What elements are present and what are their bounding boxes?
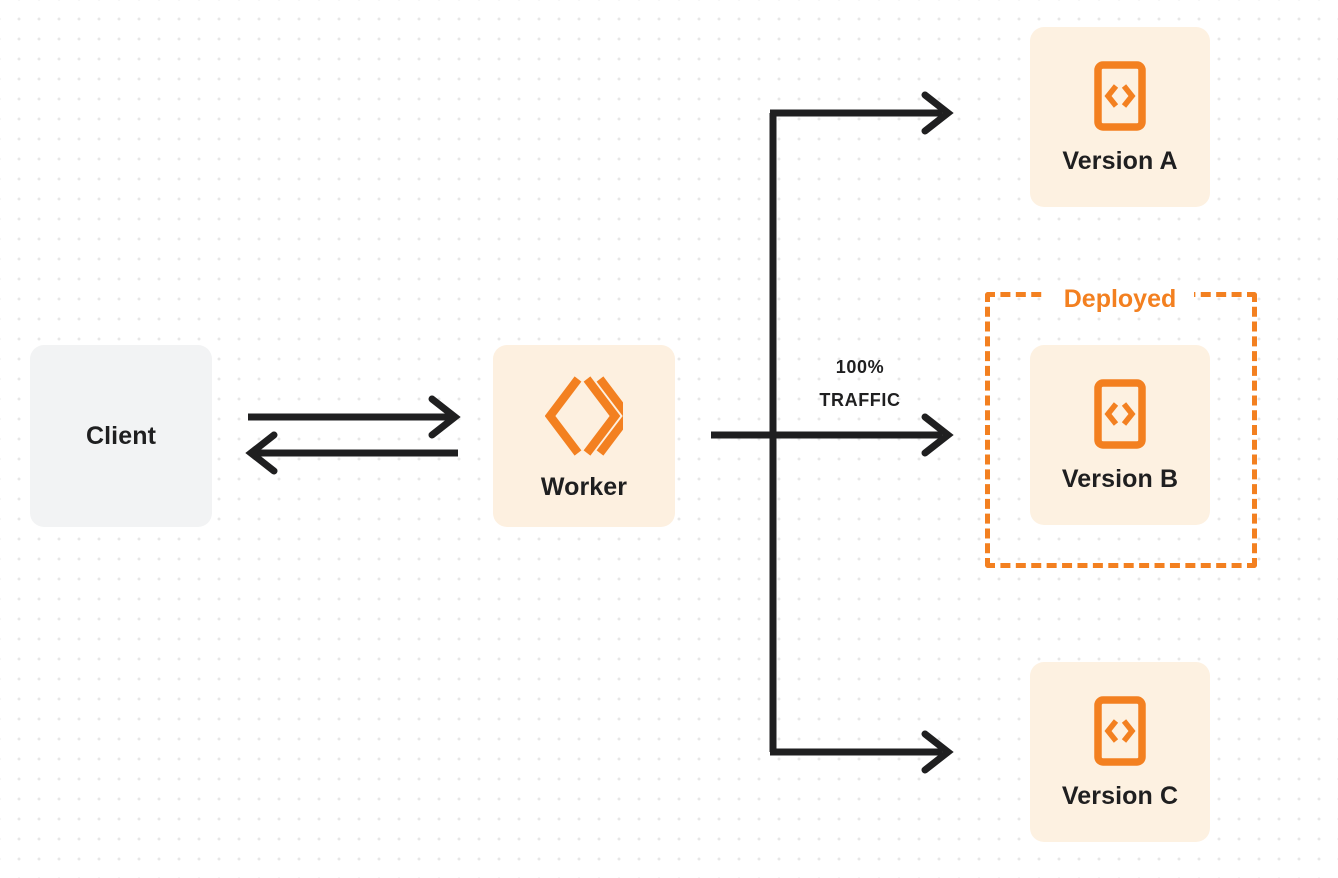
node-client[interactable]: Client: [30, 345, 212, 527]
node-version-b-label: Version B: [1061, 464, 1179, 493]
code-brackets-icon: [1094, 378, 1146, 449]
node-worker[interactable]: Worker: [493, 345, 675, 527]
node-worker-label: Worker: [540, 472, 628, 501]
arrow-client-to-worker: [248, 395, 461, 439]
arrow-worker-to-client: [245, 431, 458, 475]
arrow-to-version-b: [711, 413, 954, 457]
node-version-c-label: Version C: [1061, 781, 1179, 810]
node-version-b[interactable]: Version B: [1030, 345, 1210, 525]
code-brackets-icon: [1094, 60, 1146, 131]
traffic-percentage-label: 100% TRAFFIC: [790, 351, 930, 418]
node-version-a[interactable]: Version A: [1030, 27, 1210, 207]
traffic-percent-value: 100%: [835, 357, 885, 377]
node-version-c[interactable]: Version C: [1030, 662, 1210, 842]
deployed-group-label: Deployed: [1046, 285, 1194, 314]
arrow-to-version-a: [770, 91, 954, 135]
cloudflare-workers-logo-icon: [544, 373, 634, 459]
code-brackets-icon: [1094, 695, 1146, 766]
node-version-a-label: Version A: [1062, 146, 1178, 175]
arrow-to-version-c: [770, 730, 954, 774]
traffic-caption: TRAFFIC: [819, 390, 901, 411]
node-client-label: Client: [85, 421, 157, 450]
